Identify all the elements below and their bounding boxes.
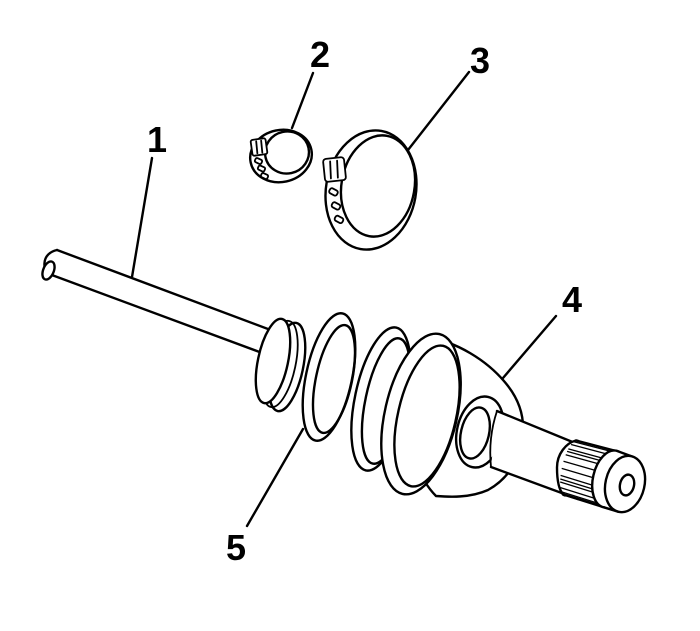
callout-4-label: 4 [562,279,582,320]
large-clamp-buckle [322,156,347,183]
large-clamp-slot [328,187,339,197]
callouts: 1 2 3 4 5 [130,34,582,568]
callout-4-leader [501,314,558,380]
callout-2-leader [290,71,315,130]
housing-face-hub-inner [458,406,492,460]
callout-1-label: 1 [147,119,167,160]
small-clamp-band-inner [263,130,311,175]
large-clamp-slot [330,201,342,211]
small-clamp-buckle [249,137,269,157]
outer-joint [380,332,647,514]
callout-3-label: 3 [470,40,490,81]
cap-center-hole [618,473,636,497]
callout-2: 2 [290,34,330,130]
shaft-bottom-edge [49,273,275,359]
axle-shaft [41,248,286,359]
callout-4: 4 [501,279,582,380]
shaft-end-opening [41,260,56,281]
small-clamp-slot [259,172,270,180]
stub-shaft-neck-base-arc [489,410,498,468]
callout-5: 5 [226,427,305,568]
callout-2-label: 2 [310,34,330,75]
boot-large-end-ring-inner [393,344,461,488]
small-clamp-buckle-line [260,139,264,154]
boot-ridge-1-inner [311,323,357,435]
large-clamp-buckle-line [336,159,339,179]
large-clamp-buckle-line [329,160,332,180]
small-clamp-slot [256,164,267,173]
spline-start-arc [555,439,578,496]
spline-top-silhouette [574,439,616,452]
callout-3: 3 [406,40,490,152]
callout-3-leader [406,70,471,152]
callout-5-leader [245,427,305,528]
stub-shaft-neck-top [495,409,577,445]
boot-collar-left-edge [254,317,292,405]
callout-5-label: 5 [226,527,246,568]
callout-1-leader [130,156,154,279]
large-clamp-slot [333,214,345,225]
small-boot-clamp [248,128,314,184]
small-clamp-buckle-line [255,140,259,155]
spline-bottom-silhouette [562,493,602,508]
shaft-top-edge [55,248,286,337]
large-boot-clamp [322,129,418,251]
callout-1: 1 [130,119,167,279]
small-clamp-slot [253,157,264,165]
